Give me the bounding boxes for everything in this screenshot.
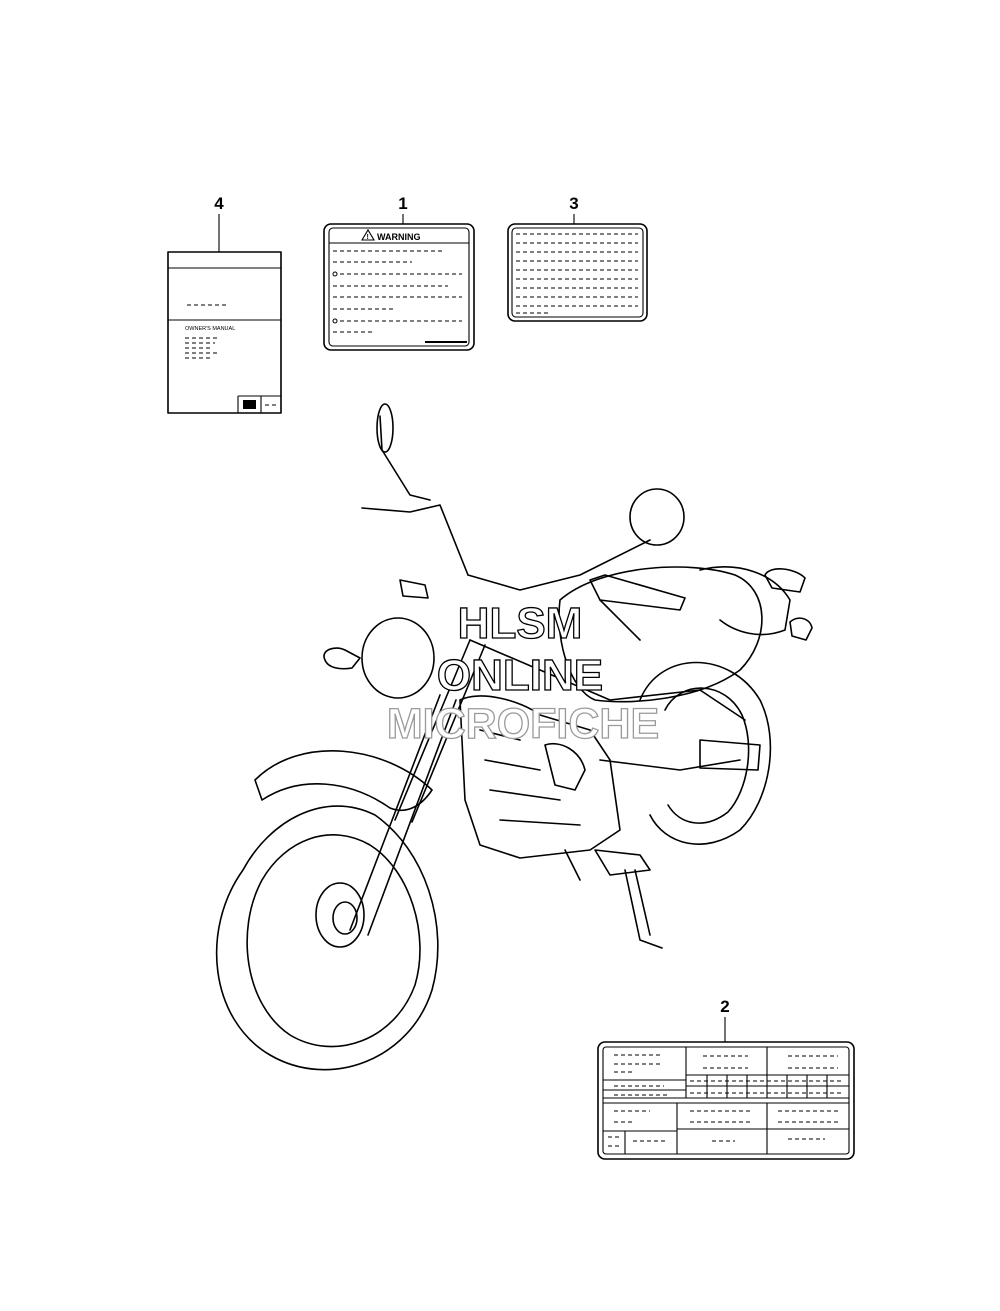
callout-number-1: 1 <box>398 194 407 213</box>
brand-logo-icon <box>243 400 256 409</box>
callout-number-3: 3 <box>569 194 578 213</box>
motorcycle-illustration <box>215 403 813 1071</box>
callout-number-2: 2 <box>720 997 729 1016</box>
warning-heading: WARNING <box>377 232 421 242</box>
owners-manual-item[interactable]: 4 OWNER'S MANUAL <box>167 194 282 414</box>
callout-number-4: 4 <box>214 194 224 213</box>
warning-triangle-icon <box>361 228 375 241</box>
warning-label-outline <box>323 223 475 351</box>
watermark-line-3: MICROFICHE <box>387 700 659 748</box>
spec-label-item[interactable]: 2 <box>597 997 855 1160</box>
owners-manual-title: OWNER'S MANUAL <box>185 326 235 332</box>
watermark-line-2: ONLINE <box>437 651 603 700</box>
info-label-item[interactable]: 3 <box>507 194 648 322</box>
owners-manual-cover <box>167 251 282 414</box>
watermark: HLSM ONLINE MICROFICHE <box>386 598 660 748</box>
spec-label-outline <box>597 1041 855 1160</box>
warning-label-item[interactable]: 1 ! WARNING <box>323 194 475 351</box>
watermark-line-1: HLSM <box>458 599 583 648</box>
info-label-outline <box>507 223 648 322</box>
svg-text:!: ! <box>367 234 369 241</box>
